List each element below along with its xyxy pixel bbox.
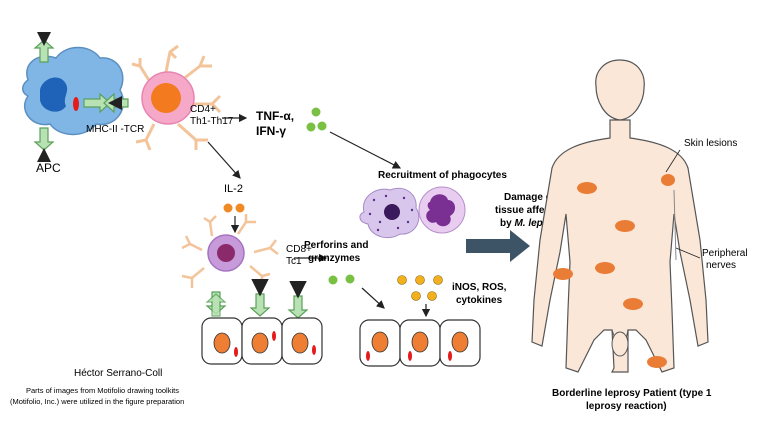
peripheral-label: Peripheral xyxy=(702,248,748,259)
patient-label-1: Borderline leprosy Patient (type 1 xyxy=(552,388,712,399)
tnf-label: TNF-α, xyxy=(256,109,294,123)
recruitment-label: Recruitment of phagocytes xyxy=(378,170,507,181)
apc-receptors xyxy=(33,32,129,162)
patient-label-2: leprosy reaction) xyxy=(586,401,667,412)
granzymes-label: granzymes xyxy=(308,253,361,264)
tc-cell xyxy=(181,214,279,288)
nerves-pointer xyxy=(675,247,701,259)
damage-label-2: tissue affected xyxy=(495,205,565,216)
th1-th17-label: Th1-Th17 xyxy=(190,116,234,127)
cd8-label: CD8+ xyxy=(286,244,312,255)
tc-nucleus xyxy=(217,244,235,262)
credit-line-2: (Motifolio, Inc.) were utilized in the f… xyxy=(10,397,184,406)
damage-arrow xyxy=(466,230,530,262)
apc-label: APC xyxy=(36,161,61,175)
author-label: Héctor Serrano-Coll xyxy=(74,368,162,379)
inos-dots xyxy=(397,275,443,301)
th-cell xyxy=(131,44,222,151)
mhc-tcr-label: MHC-II -TCR xyxy=(86,124,144,135)
neutrophil-icon xyxy=(418,186,466,234)
il2-label: IL-2 xyxy=(224,183,243,195)
epithelium-left xyxy=(201,317,323,365)
granzyme-dot xyxy=(345,274,355,284)
lesion-markers xyxy=(553,174,675,368)
il2-dot xyxy=(235,203,245,213)
cytokine-dots xyxy=(306,107,327,132)
perforins-label: Perforins and xyxy=(304,240,368,251)
inos-label: iNOS, ROS, xyxy=(452,282,507,293)
patient-body xyxy=(531,59,709,373)
tc1-label: Tc1 xyxy=(286,256,302,267)
apc-cell xyxy=(22,46,125,136)
cd4-label: CD4+ xyxy=(190,104,216,115)
epithelium-right xyxy=(359,319,481,367)
skin-lesions-pointer xyxy=(665,149,681,173)
nerves-label: nerves xyxy=(706,260,736,271)
apc-nucleus xyxy=(40,77,68,112)
il2-dot xyxy=(223,203,233,213)
arrow-to-il2 xyxy=(207,141,241,179)
arrow-to-recruitment xyxy=(329,131,402,169)
damage-label-1: Damage of xyxy=(504,192,556,203)
ifn-label: IFN-γ xyxy=(256,124,286,138)
granzyme-dot xyxy=(328,275,338,285)
arrow-to-tissue xyxy=(361,287,385,309)
skin-lesions-label: Skin lesions xyxy=(684,138,737,149)
cytokines-label: cytokines xyxy=(456,295,503,306)
damage-label-3: by M. leprae xyxy=(500,218,558,229)
credit-line-1: Parts of images from Motifolio drawing t… xyxy=(26,386,179,395)
tc-receptors xyxy=(205,279,309,319)
macrophage-icon xyxy=(359,187,420,239)
th-nucleus xyxy=(151,83,181,113)
mycobacterium-icon xyxy=(73,97,79,111)
